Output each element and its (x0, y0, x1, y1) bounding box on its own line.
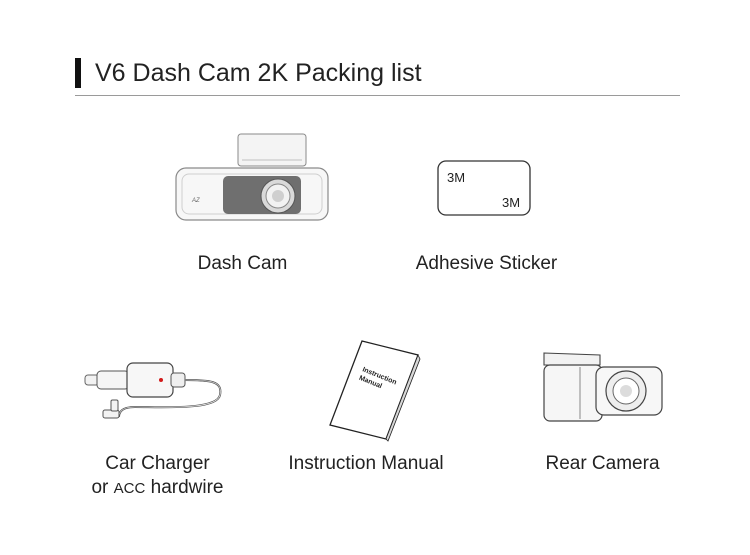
svg-text:AZ: AZ (191, 198, 200, 204)
adhesive-sticker-label: Adhesive Sticker (415, 253, 558, 274)
instruction-manual-icon: Instruction Manual (329, 340, 421, 442)
car-charger-label-line1: Car Charger (105, 453, 210, 474)
packing-item-dash-cam: AZ Dash Cam (170, 130, 340, 280)
header-divider (75, 95, 680, 96)
car-charger-icon (84, 362, 222, 419)
dash-cam-icon: AZ (175, 133, 329, 221)
sticker-text-bottom: 3M (502, 195, 520, 210)
packing-item-adhesive-sticker: 3M 3M Adhesive Sticker (400, 155, 570, 280)
packing-item-rear-camera: Rear Camera (530, 345, 680, 480)
rear-camera-icon (543, 352, 663, 422)
sticker-text-top: 3M (447, 170, 465, 185)
header-accent-bar (75, 58, 81, 88)
page-header: V6 Dash Cam 2K Packing list (75, 56, 680, 96)
adhesive-sticker-icon: 3M 3M (437, 160, 531, 216)
dash-cam-label: Dash Cam (197, 253, 288, 274)
page-title: V6 Dash Cam 2K Packing list (95, 59, 422, 87)
packing-item-car-charger: Car Charger or ACC hardwire (75, 355, 235, 500)
car-charger-label-suffix: hardwire (145, 477, 224, 498)
packing-item-instruction-manual: Instruction Manual Instruction Manual (280, 335, 455, 480)
rear-camera-label: Rear Camera (545, 453, 660, 474)
car-charger-label-line2: or ACC hardwire (75, 476, 240, 501)
instruction-manual-label: Instruction Manual (288, 453, 444, 474)
car-charger-label-acc: ACC (113, 480, 146, 497)
car-charger-label-prefix: or (91, 477, 114, 498)
